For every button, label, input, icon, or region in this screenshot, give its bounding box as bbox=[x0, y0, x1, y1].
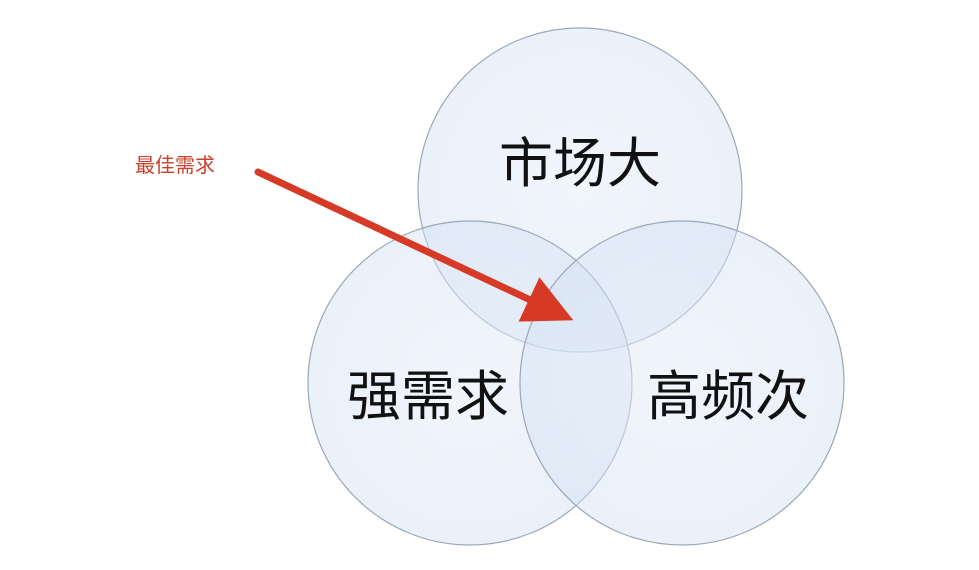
callout-arrow bbox=[254, 168, 574, 322]
callout-best-demand: 最佳需求 bbox=[135, 153, 215, 177]
label-strong-demand: 强需求 bbox=[347, 365, 509, 428]
venn-circles bbox=[307, 27, 845, 546]
label-high-frequency: 高频次 bbox=[647, 365, 809, 428]
venn-circle-right bbox=[519, 220, 845, 546]
label-market-size: 市场大 bbox=[499, 132, 661, 195]
